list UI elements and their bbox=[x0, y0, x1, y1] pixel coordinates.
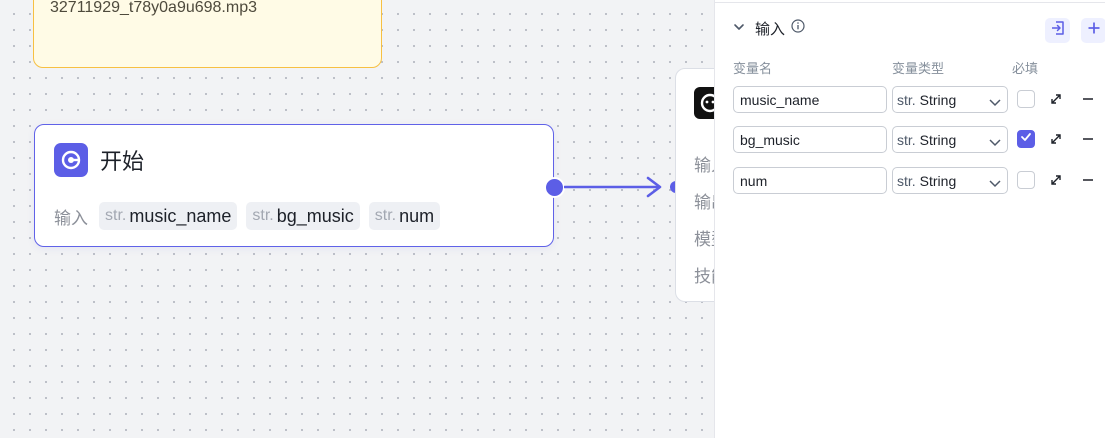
expand-icon[interactable] bbox=[1049, 92, 1063, 111]
input-chip-num: str. num bbox=[368, 202, 441, 230]
panel-divider bbox=[715, 0, 1105, 3]
chevron-down-icon bbox=[989, 176, 1001, 192]
note-text: 32711929_t78y0a9u698.mp3 bbox=[50, 0, 257, 16]
add-variable-button[interactable] bbox=[1081, 18, 1105, 43]
variable-name-input[interactable] bbox=[733, 86, 887, 113]
start-node-header: 开始 bbox=[54, 143, 144, 177]
note-card[interactable]: 32711929_t78y0a9u698.mp3 bbox=[33, 0, 382, 68]
chip-type: str. bbox=[374, 207, 397, 224]
chip-name: bg_music bbox=[276, 205, 354, 226]
input-section-header[interactable]: 输入 bbox=[733, 18, 805, 39]
type-value: String bbox=[919, 131, 957, 148]
variable-type-select[interactable]: str. String bbox=[892, 86, 1008, 113]
check-icon bbox=[1020, 130, 1032, 148]
variable-row: str. String bbox=[733, 167, 1093, 195]
input-chip-bg-music: str. bg_music bbox=[246, 202, 360, 230]
start-node-inputs: 输入 str. music_name str. bg_music str. nu… bbox=[54, 202, 449, 230]
chip-type: str. bbox=[105, 207, 127, 224]
input-chip-music-name: str. music_name bbox=[99, 202, 238, 230]
minus-icon[interactable] bbox=[1081, 132, 1095, 151]
chevron-down-icon bbox=[989, 135, 1001, 151]
info-icon[interactable] bbox=[791, 19, 805, 38]
type-prefix: str. bbox=[897, 172, 916, 189]
variable-name-input[interactable] bbox=[733, 167, 887, 194]
plus-icon bbox=[1087, 21, 1101, 40]
expand-icon[interactable] bbox=[1049, 173, 1063, 192]
start-node-title: 开始 bbox=[100, 149, 145, 174]
import-icon bbox=[1050, 20, 1066, 41]
import-button[interactable] bbox=[1045, 18, 1070, 43]
chip-type: str. bbox=[252, 207, 274, 224]
required-checkbox[interactable] bbox=[1017, 90, 1035, 108]
node-config-panel: 输入 变量名 变量类型 必填 str. String bbox=[714, 0, 1105, 438]
start-node-icon bbox=[54, 143, 88, 177]
chip-name: music_name bbox=[129, 205, 232, 226]
chevron-down-icon[interactable] bbox=[733, 20, 745, 38]
type-value: String bbox=[919, 172, 957, 189]
variable-row: str. String bbox=[733, 86, 1093, 114]
start-node[interactable]: 开始 输入 str. music_name str. bg_music str.… bbox=[34, 124, 554, 247]
type-value: String bbox=[919, 91, 957, 108]
required-checkbox[interactable] bbox=[1017, 171, 1035, 189]
connection-edge[interactable] bbox=[560, 170, 672, 204]
variable-type-select[interactable]: str. String bbox=[892, 167, 1008, 194]
type-prefix: str. bbox=[897, 131, 916, 148]
column-header-name: 变量名 bbox=[733, 61, 773, 76]
chevron-down-icon bbox=[989, 95, 1001, 111]
inputs-label: 输入 bbox=[54, 208, 88, 228]
column-header-type: 变量类型 bbox=[892, 61, 945, 76]
column-header-required: 必填 bbox=[1012, 61, 1039, 76]
minus-icon[interactable] bbox=[1081, 173, 1095, 192]
input-section-title: 输入 bbox=[755, 21, 786, 38]
type-prefix: str. bbox=[897, 91, 916, 108]
chip-name: num bbox=[399, 205, 435, 226]
required-checkbox[interactable] bbox=[1017, 130, 1035, 148]
variable-row: str. String bbox=[733, 126, 1093, 154]
minus-icon[interactable] bbox=[1081, 92, 1095, 111]
variable-type-select[interactable]: str. String bbox=[892, 126, 1008, 153]
expand-icon[interactable] bbox=[1049, 132, 1063, 151]
variable-name-input[interactable] bbox=[733, 126, 887, 153]
